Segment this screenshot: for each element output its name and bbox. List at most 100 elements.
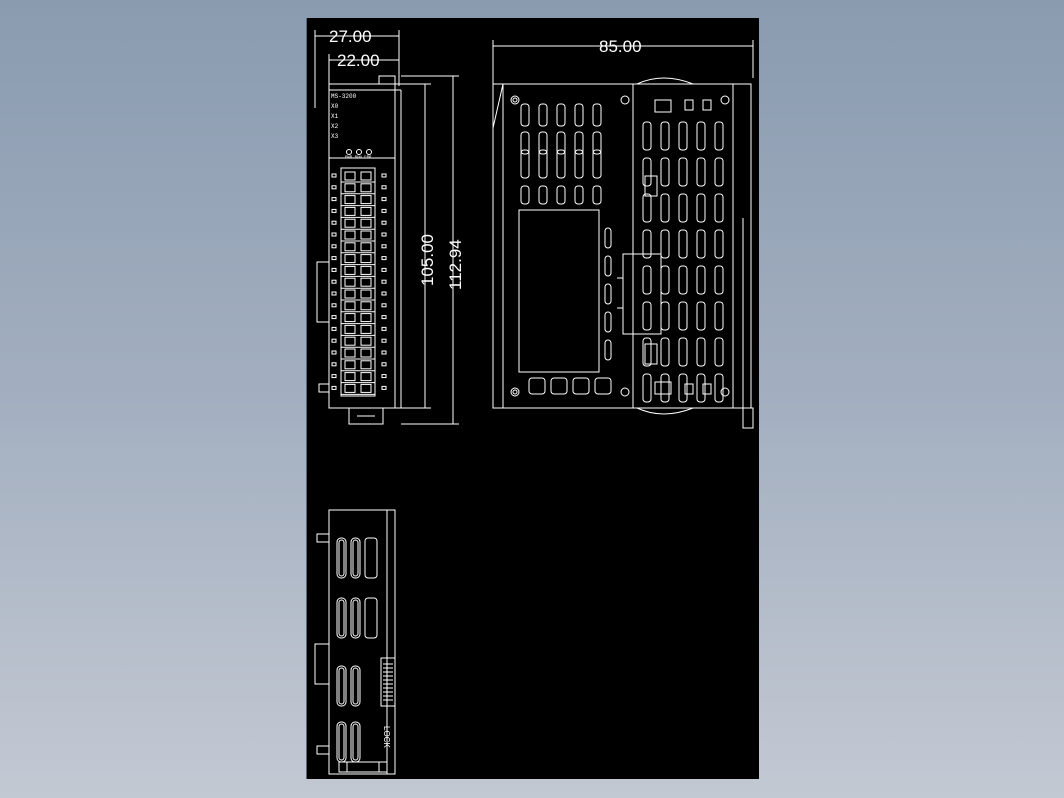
run-led	[356, 149, 362, 155]
pin-marker-left	[331, 362, 337, 367]
terminal-screw	[344, 195, 356, 205]
vent-slot	[556, 149, 566, 179]
terminal-screw	[344, 230, 356, 240]
terminal-screw	[344, 313, 356, 323]
vent-slot	[538, 131, 548, 155]
pin-marker-right	[381, 208, 387, 213]
pin-marker-right	[381, 362, 387, 367]
cad-viewport[interactable]: 27.00 22.00 MS-3200 X0 X1 X2 X3 PWR RUN …	[306, 18, 759, 779]
x1-label: X1	[331, 113, 339, 120]
top-latch	[378, 75, 396, 85]
vent-slot	[574, 149, 584, 179]
terminal-screw	[344, 360, 356, 370]
pin-marker-left	[331, 220, 337, 225]
vent-slot	[660, 337, 670, 367]
terminal-screw	[360, 218, 372, 228]
vent-slot-inner	[352, 667, 359, 705]
vent-slot	[592, 185, 602, 205]
side-view: 85.00	[492, 37, 754, 429]
pin-marker-right	[381, 267, 387, 272]
pin-marker-left	[331, 338, 337, 343]
vent-slot-inner	[338, 539, 345, 577]
vent-slot	[678, 337, 688, 367]
vent-slot	[660, 301, 670, 331]
vent-slot	[538, 149, 548, 179]
pin-marker-left	[331, 291, 337, 296]
err-led	[366, 149, 372, 155]
vent-slot	[714, 373, 724, 403]
terminal-screw	[360, 277, 372, 287]
terminal-screw	[360, 230, 372, 240]
vent-slot	[604, 227, 612, 249]
vent-slot	[350, 721, 361, 763]
din-clip	[348, 407, 384, 425]
rail-hook	[742, 407, 754, 429]
pin-marker-right	[381, 315, 387, 320]
vent-slot	[696, 301, 706, 331]
vent-slot	[336, 665, 347, 707]
vent-slot	[678, 229, 688, 259]
terminal-screw	[360, 360, 372, 370]
model-label: MS-3200	[331, 93, 357, 100]
vent-slot	[364, 597, 378, 639]
vent-slot	[550, 377, 568, 395]
vent-slot	[678, 193, 688, 223]
connector-block	[622, 253, 662, 335]
dim-top-width: 27.00	[314, 27, 400, 108]
vent-slot	[350, 665, 361, 707]
front-view: 27.00 22.00 MS-3200 X0 X1 X2 X3 PWR RUN …	[314, 27, 465, 425]
vent-slot	[642, 301, 652, 331]
terminal-screw	[360, 195, 372, 205]
vent-slot	[660, 121, 670, 151]
pin-marker-left	[331, 256, 337, 261]
vent-slot	[660, 373, 670, 403]
pin-marker-left	[331, 385, 337, 390]
vent-slot	[714, 229, 724, 259]
pin-markers	[331, 173, 387, 390]
vent-slot	[714, 193, 724, 223]
pin-marker-right	[381, 244, 387, 249]
pin-marker-right	[381, 374, 387, 379]
lock-label: LOCK	[382, 726, 391, 748]
vent-slot	[696, 193, 706, 223]
vent-slot	[556, 103, 566, 127]
vent-window	[702, 383, 712, 395]
vent-slot	[678, 301, 688, 331]
pin-marker-right	[381, 220, 387, 225]
dim-85-label: 85.00	[599, 37, 642, 56]
terminal-screw	[344, 372, 356, 382]
vent-slot	[642, 373, 652, 403]
pin-marker-left	[331, 350, 337, 355]
vent-slot	[538, 185, 548, 205]
terminal-screw	[344, 277, 356, 287]
vent-slot	[642, 229, 652, 259]
pin-marker-left	[331, 173, 337, 178]
vent-slot	[528, 377, 546, 395]
terminal-screw	[360, 301, 372, 311]
terminal-screw	[344, 242, 356, 252]
vent-slot	[660, 157, 670, 187]
vent-slot	[678, 121, 688, 151]
vent-window	[684, 99, 694, 111]
vent-slot-inner	[352, 599, 359, 637]
vent-slot	[574, 185, 584, 205]
vent-slot	[696, 229, 706, 259]
pin-marker-left	[331, 326, 337, 331]
vent-slot	[350, 537, 361, 579]
terminal-screw	[344, 254, 356, 264]
vent-slot	[714, 157, 724, 187]
vent-slot	[714, 337, 724, 367]
pin-marker-right	[381, 303, 387, 308]
vent-slot	[556, 131, 566, 155]
pin-marker-right	[381, 185, 387, 190]
dim-22-label: 22.00	[337, 51, 380, 70]
bottom-vent-slots	[336, 537, 378, 763]
pin-marker-left	[331, 244, 337, 249]
vent-slot	[556, 185, 566, 205]
vent-slot	[336, 597, 347, 639]
vent-slot	[336, 537, 347, 579]
vent-slots	[520, 99, 724, 403]
terminal-screw	[344, 336, 356, 346]
x0-label: X0	[331, 103, 339, 110]
terminal-screw	[344, 206, 356, 216]
